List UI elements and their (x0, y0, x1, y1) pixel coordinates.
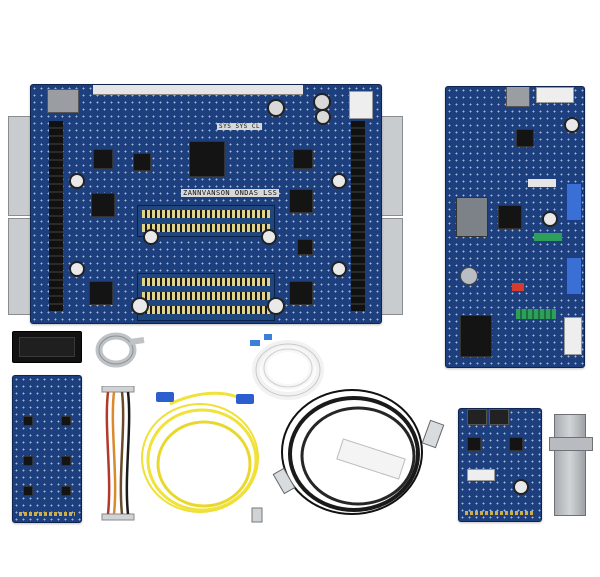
coin-battery (460, 267, 478, 285)
metal-shield (456, 197, 488, 237)
ic-chip (297, 239, 313, 255)
ic-chip (289, 281, 313, 305)
blue-terminal (566, 183, 582, 221)
main-board-pcb: SYS SYS CL ZANNVANSON ONDAS LSS (30, 84, 382, 324)
capacitor (267, 297, 285, 315)
gold-pad-row (19, 512, 75, 516)
ic-chip (61, 416, 71, 426)
ic-chip (89, 281, 113, 305)
lcd-display-module (12, 331, 82, 363)
ic-chip (293, 149, 313, 169)
metal-bracket (549, 414, 593, 516)
wire-harness (101, 386, 135, 521)
ic-chip (23, 416, 33, 426)
right-header-rail (351, 121, 365, 311)
right-control-board (445, 86, 585, 368)
ic-chip (23, 456, 33, 466)
capacitor (261, 229, 277, 245)
ic-chip (93, 149, 113, 169)
gold-pad-row (465, 511, 535, 515)
left-header-rail (49, 121, 63, 311)
capacitor (331, 173, 347, 189)
ethernet-cable (272, 389, 445, 515)
capacitor (143, 229, 159, 245)
capacitor (542, 211, 558, 227)
capacitor (131, 297, 149, 315)
capacitor (267, 99, 285, 117)
fiber-optic-patch-cable (141, 391, 263, 523)
small-interface-board (458, 408, 542, 522)
black-module (460, 315, 492, 357)
rj45-jack (467, 409, 487, 425)
ic-chip (133, 153, 151, 171)
silkscreen-label: SYS SYS CL (217, 123, 263, 130)
capacitor (69, 261, 85, 277)
capacitor (513, 479, 529, 495)
capacitor (564, 117, 580, 133)
ic-chip (91, 193, 115, 217)
ic-chip (516, 129, 534, 147)
ic-chip (467, 437, 481, 451)
ic-chip (23, 486, 33, 496)
main-controller-board: SYS SYS CL ZANNVANSON ONDAS LSS (8, 78, 403, 324)
red-switch (512, 283, 524, 291)
capacitor (69, 173, 85, 189)
rj45-jack (506, 87, 530, 107)
white-header (536, 87, 574, 103)
flat-ribbon-cable (95, 332, 145, 368)
ic-chip (509, 437, 523, 451)
white-header (349, 91, 373, 119)
ic-chip (61, 486, 71, 496)
rj45-jack (489, 409, 509, 425)
white-header (467, 469, 495, 481)
main-board-silkscreen: ZANNVANSON ONDAS LSS (181, 189, 280, 197)
capacitor (331, 261, 347, 277)
lower-connector-bank (137, 273, 275, 321)
white-coiled-cable (250, 334, 324, 400)
top-connector-strip (93, 85, 303, 95)
green-header (516, 309, 556, 319)
main-processor-chip (189, 141, 225, 177)
upper-connector-bank (137, 205, 275, 237)
white-connector (564, 317, 582, 355)
green-header (534, 233, 562, 241)
ic-chip (61, 456, 71, 466)
rj45-jack (47, 89, 79, 113)
ic-chip (498, 205, 522, 229)
small-io-board (12, 375, 82, 523)
blue-terminal (566, 257, 582, 295)
ic-chip (289, 189, 313, 213)
capacitor (315, 109, 331, 125)
white-header (528, 179, 556, 187)
